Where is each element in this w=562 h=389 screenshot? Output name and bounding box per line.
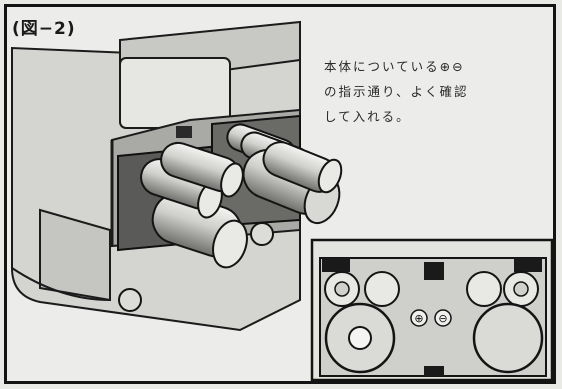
battery-c-cell-3 [262,141,343,194]
battery-cylinders [140,123,343,269]
battery-d-cell-1 [151,192,248,269]
minus-mark: ⊖ [438,312,447,325]
plus-mark: ⊕ [414,312,423,325]
figure-label: (図−2) [12,19,76,39]
device-feet [118,222,274,312]
instruction-caption: 本体についている⊕⊖ の指示通り、よく確認 して入れる。 [324,54,554,129]
caption-line-3: して入れる。 [324,109,411,124]
battery-c-cell-2 [160,141,244,198]
caption-line-1: 本体についている⊕⊖ [324,59,465,74]
compartment-closeup-inset: ⊕ ⊖ [310,238,554,382]
caption-line-2: の指示通り、よく確認 [324,84,469,99]
